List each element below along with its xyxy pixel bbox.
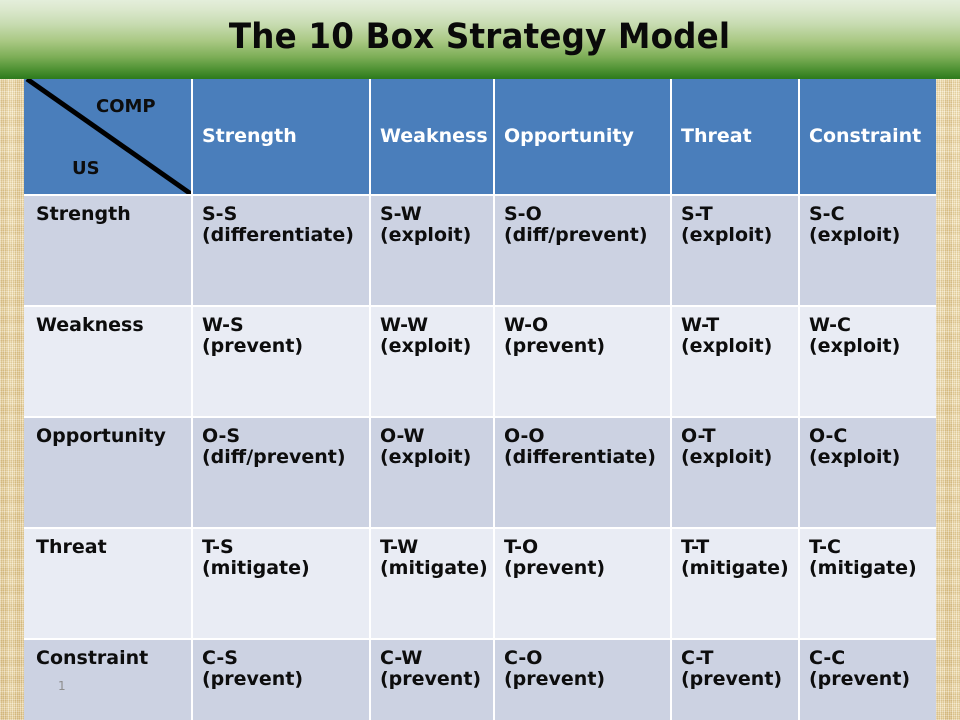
cell-code: C-C — [809, 647, 846, 669]
cell-code: S-W — [380, 203, 422, 225]
cell-weakness-weakness: W-W (exploit) — [371, 307, 495, 418]
cell-code: S-C — [809, 203, 845, 225]
cell-threat-weakness: T-W (mitigate) — [371, 529, 495, 640]
cell-action: (mitigate) — [202, 557, 310, 580]
cell-code: T-O — [504, 536, 539, 558]
cell-code: W-O — [504, 314, 549, 336]
cell-action: (exploit) — [380, 224, 472, 247]
cell-code: T-T — [681, 536, 710, 558]
table-row: Strength S-S (differentiate) S-W (exploi… — [24, 196, 936, 307]
page-title: The 10 Box Strategy Model — [229, 17, 731, 57]
cell-threat-constraint: T-C (mitigate) — [800, 529, 936, 640]
cell-action: (prevent) — [504, 335, 606, 358]
row-header-constraint: Constraint — [24, 640, 193, 720]
cell-code: W-S — [202, 314, 244, 336]
cell-strength-weakness: S-W (exploit) — [371, 196, 495, 307]
matrix-corner-cell: COMP US — [24, 79, 193, 196]
cell-opportunity-opportunity: O-O (differentiate) — [495, 418, 672, 529]
corner-label-comp: COMP — [96, 96, 156, 117]
cell-strength-opportunity: S-O (diff/prevent) — [495, 196, 672, 307]
cell-constraint-weakness: C-W (prevent) — [371, 640, 495, 720]
table-header-row: COMP US Strength Weakness Opportunity Th… — [24, 79, 936, 196]
cell-code: C-S — [202, 647, 238, 669]
cell-action: (prevent) — [681, 668, 783, 691]
row-header-strength: Strength — [24, 196, 193, 307]
column-header-constraint: Constraint — [800, 79, 936, 196]
cell-action: (exploit) — [809, 335, 901, 358]
column-header-opportunity: Opportunity — [495, 79, 672, 196]
cell-code: O-W — [380, 425, 425, 447]
strategy-matrix-table: COMP US Strength Weakness Opportunity Th… — [24, 79, 936, 720]
row-header-opportunity: Opportunity — [24, 418, 193, 529]
title-banner: The 10 Box Strategy Model — [0, 0, 960, 79]
cell-code: T-C — [809, 536, 841, 558]
cell-action: (prevent) — [504, 557, 606, 580]
row-header-weakness: Weakness — [24, 307, 193, 418]
cell-action: (exploit) — [380, 446, 472, 469]
cell-code: W-T — [681, 314, 720, 336]
cell-code: O-C — [809, 425, 848, 447]
cell-code: T-W — [380, 536, 419, 558]
cell-action: (differentiate) — [202, 224, 354, 247]
cell-code: O-O — [504, 425, 545, 447]
column-header-threat: Threat — [672, 79, 800, 196]
cell-action: (mitigate) — [380, 557, 488, 580]
cell-action: (exploit) — [681, 446, 773, 469]
cell-action: (mitigate) — [809, 557, 917, 580]
table-row: Opportunity O-S (diff/prevent) O-W (expl… — [24, 418, 936, 529]
cell-action: (prevent) — [202, 335, 304, 358]
cell-code: S-T — [681, 203, 713, 225]
cell-action: (prevent) — [380, 668, 482, 691]
cell-weakness-strength: W-S (prevent) — [193, 307, 371, 418]
cell-code: O-S — [202, 425, 241, 447]
cell-code: T-S — [202, 536, 234, 558]
cell-weakness-opportunity: W-O (prevent) — [495, 307, 672, 418]
cell-code: S-O — [504, 203, 542, 225]
column-header-weakness: Weakness — [371, 79, 495, 196]
cell-threat-threat: T-T (mitigate) — [672, 529, 800, 640]
table-row: Weakness W-S (prevent) W-W (exploit) W-O… — [24, 307, 936, 418]
cell-threat-strength: T-S (mitigate) — [193, 529, 371, 640]
table-row: Constraint C-S (prevent) C-W (prevent) C… — [24, 640, 936, 720]
cell-weakness-constraint: W-C (exploit) — [800, 307, 936, 418]
cell-code: W-W — [380, 314, 429, 336]
row-header-threat: Threat — [24, 529, 193, 640]
cell-code: C-O — [504, 647, 543, 669]
cell-code: C-T — [681, 647, 714, 669]
cell-constraint-opportunity: C-O (prevent) — [495, 640, 672, 720]
cell-action: (prevent) — [809, 668, 911, 691]
cell-strength-strength: S-S (differentiate) — [193, 196, 371, 307]
cell-constraint-strength: C-S (prevent) — [193, 640, 371, 720]
cell-action: (prevent) — [202, 668, 304, 691]
cell-action: (exploit) — [681, 335, 773, 358]
table-row: Threat T-S (mitigate) T-W (mitigate) T-O… — [24, 529, 936, 640]
corner-label-us: US — [72, 158, 100, 179]
cell-code: O-T — [681, 425, 716, 447]
cell-strength-threat: S-T (exploit) — [672, 196, 800, 307]
cell-weakness-threat: W-T (exploit) — [672, 307, 800, 418]
cell-strength-constraint: S-C (exploit) — [800, 196, 936, 307]
cell-code: C-W — [380, 647, 423, 669]
cell-action: (exploit) — [809, 224, 901, 247]
cell-code: S-S — [202, 203, 238, 225]
cell-action: (diff/prevent) — [202, 446, 346, 469]
cell-threat-opportunity: T-O (prevent) — [495, 529, 672, 640]
cell-opportunity-strength: O-S (diff/prevent) — [193, 418, 371, 529]
slide-number: 1 — [58, 679, 66, 693]
cell-constraint-constraint: C-C (prevent) — [800, 640, 936, 720]
cell-code: W-C — [809, 314, 851, 336]
cell-action: (exploit) — [380, 335, 472, 358]
cell-action: (differentiate) — [504, 446, 656, 469]
cell-action: (exploit) — [809, 446, 901, 469]
cell-action: (exploit) — [681, 224, 773, 247]
cell-action: (prevent) — [504, 668, 606, 691]
cell-constraint-threat: C-T (prevent) — [672, 640, 800, 720]
cell-opportunity-weakness: O-W (exploit) — [371, 418, 495, 529]
column-header-strength: Strength — [193, 79, 371, 196]
cell-opportunity-threat: O-T (exploit) — [672, 418, 800, 529]
cell-opportunity-constraint: O-C (exploit) — [800, 418, 936, 529]
diagonal-divider-icon — [25, 79, 191, 194]
cell-action: (diff/prevent) — [504, 224, 648, 247]
cell-action: (mitigate) — [681, 557, 789, 580]
